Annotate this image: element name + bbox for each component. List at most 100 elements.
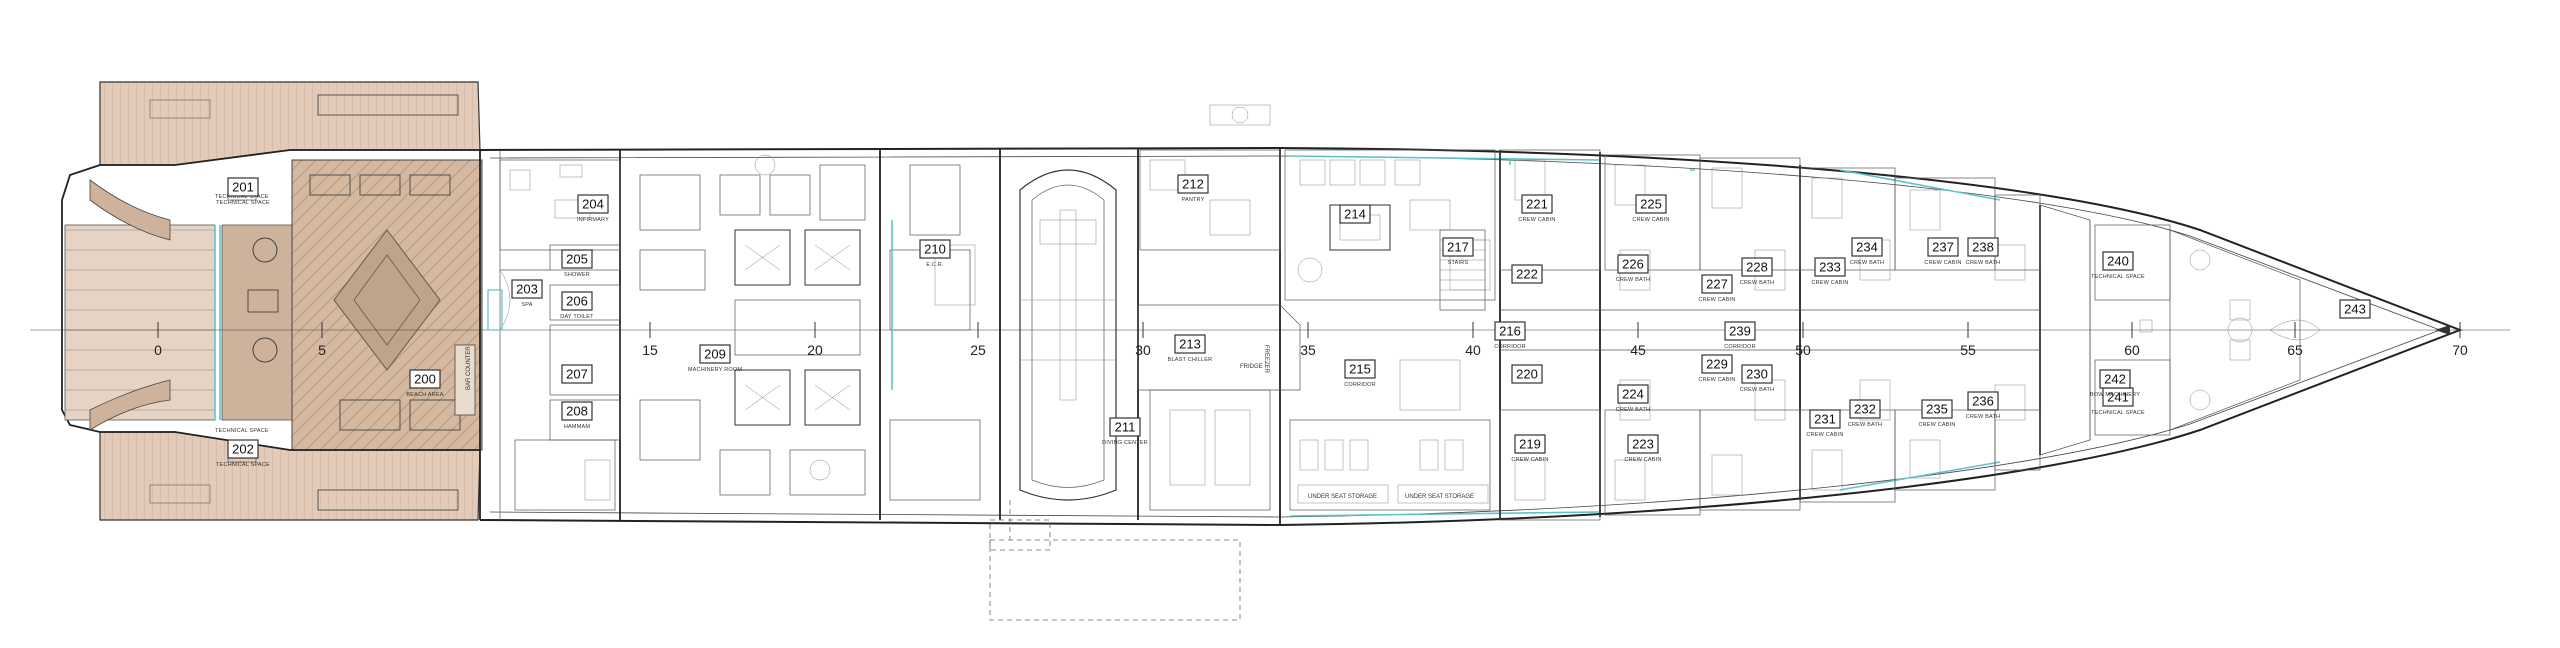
room-number: 203	[516, 282, 538, 297]
room-number: 200	[414, 372, 436, 387]
frame-number-30: 30	[1135, 342, 1151, 358]
room-number-box	[1511, 264, 1543, 284]
room-name: BOW MACHINERY	[2090, 392, 2140, 398]
room-number: 238	[1972, 240, 1994, 255]
frame-number-0: 0	[154, 342, 162, 358]
room-name: SHOWER	[564, 272, 590, 278]
room-number: 243	[2344, 302, 2366, 317]
room-number-box	[1967, 237, 1999, 257]
room-name: TECHNICAL SPACE	[2091, 410, 2145, 416]
room-number: 227	[1706, 277, 1728, 292]
frame-number-5: 5	[318, 342, 326, 358]
room-name: HAMMAM	[564, 424, 590, 430]
room-number: 230	[1746, 367, 1768, 382]
room-207: 207	[561, 364, 593, 384]
bar-counter-label: BAR COUNTER	[466, 346, 472, 390]
room-number-box	[1442, 237, 1474, 257]
frame-number-50: 50	[1795, 342, 1811, 358]
room-name: SPA	[521, 302, 532, 308]
room-number: 228	[1746, 260, 1768, 275]
room-number: 242	[2104, 372, 2126, 387]
room-name: CREW BATH	[1740, 280, 1774, 286]
room-number-box	[561, 249, 593, 269]
room-name: CREW BATH	[1848, 422, 1882, 428]
room-number-box	[511, 279, 543, 299]
stern-beach-area: BAR COUNTER TECHNICAL SPACE TECHNICAL SP…	[61, 81, 483, 521]
room-number: 207	[566, 367, 588, 382]
room-220: 220	[1511, 364, 1543, 384]
frame-number-35: 35	[1300, 342, 1316, 358]
room-number-box	[2339, 299, 2371, 319]
frame-number-25: 25	[970, 342, 986, 358]
room-name: CREW CABIN	[1806, 432, 1843, 438]
freezer-label: FREEZER	[1263, 345, 1269, 374]
room-number-box	[1927, 237, 1959, 257]
room-name: INFIRMARY	[577, 217, 609, 223]
room-name: CREW CABIN	[1698, 297, 1735, 303]
room-number-box	[1741, 364, 1773, 384]
room-number: 219	[1519, 437, 1541, 452]
machinery-zone	[639, 154, 981, 501]
room-number-box	[2102, 251, 2134, 271]
room-name: MACHINERY ROOM	[688, 367, 742, 373]
room-number-box	[1494, 321, 1526, 341]
room-name: TECHNICAL SPACE	[2091, 274, 2145, 280]
room-number: 226	[1622, 257, 1644, 272]
room-number-box	[1109, 417, 1141, 437]
room-number: 201	[232, 180, 254, 195]
room-name: CREW BATH	[1740, 387, 1774, 393]
room-number: 229	[1706, 357, 1728, 372]
room-number-box	[561, 364, 593, 384]
room-number: 222	[1516, 267, 1538, 282]
room-number-box	[1177, 174, 1209, 194]
room-name: BLAST CHILLER	[1168, 357, 1213, 363]
room-number: 214	[1344, 207, 1366, 222]
frame-number-15: 15	[642, 342, 658, 358]
room-number: 211	[1115, 420, 1136, 435]
room-number: 216	[1499, 324, 1521, 339]
room-number-box	[227, 177, 259, 197]
room-number: 202	[232, 442, 254, 457]
room-name: CORRIDOR	[1344, 382, 1376, 388]
room-name: CREW BATH	[1616, 277, 1650, 283]
room-name: CORRIDOR	[1494, 344, 1526, 350]
bow-zone	[2039, 204, 2450, 456]
room-number-box	[1511, 364, 1543, 384]
room-number-box	[2099, 369, 2131, 389]
room-number: 204	[582, 197, 604, 212]
room-number: 210	[924, 242, 946, 257]
room-number-box	[577, 194, 609, 214]
room-number-box	[1814, 257, 1846, 277]
room-number: 209	[704, 347, 726, 362]
room-name: E.C.R.	[926, 262, 944, 268]
room-number-box	[699, 344, 731, 364]
room-name: BEACH AREA	[406, 392, 443, 398]
room-number-box	[1849, 399, 1881, 419]
room-name: DIVING CENTER	[1102, 440, 1148, 446]
room-number-box	[1617, 384, 1649, 404]
room-name: PANTRY	[1181, 197, 1204, 203]
room-number: 220	[1516, 367, 1538, 382]
